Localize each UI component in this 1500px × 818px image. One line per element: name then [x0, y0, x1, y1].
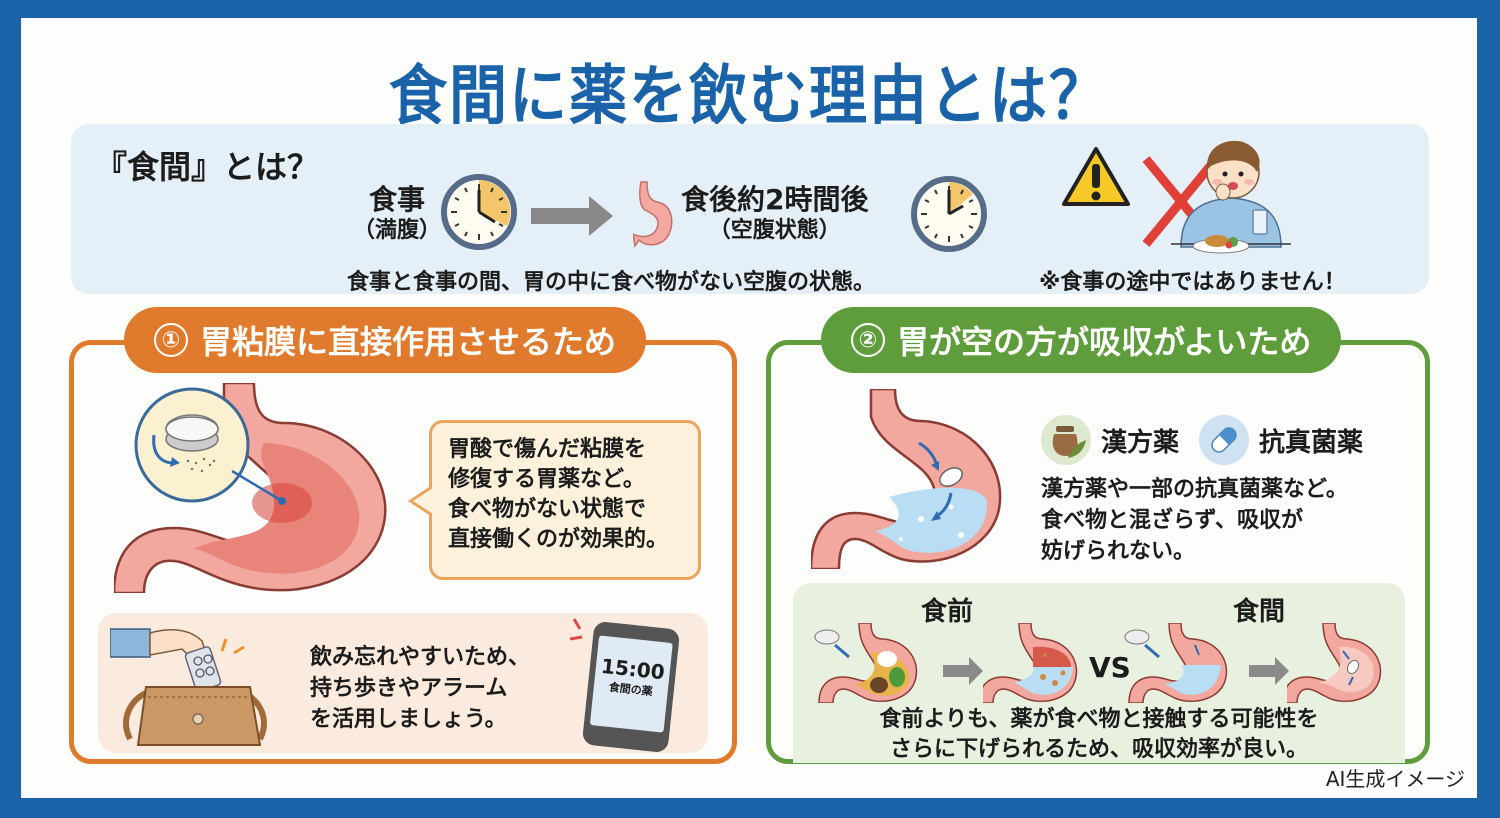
definition-note: ※食事の途中ではありません！ — [1039, 270, 1346, 295]
desc-line: 食べ物と混ざらず、吸収が — [1041, 507, 1304, 533]
bubble-line: 直接働くのが効果的。 — [448, 526, 669, 552]
section-number: ② — [851, 323, 885, 357]
eating-boy-illustration — [1171, 140, 1291, 254]
section1-title-banner: ① 胃粘膜に直接作用させるため — [124, 307, 647, 373]
section2-title: 胃が空の方が吸収がよいため — [897, 323, 1312, 361]
warning-icon — [1062, 147, 1130, 206]
cmp-line: さらに下げられるため、吸収効率が良い。 — [889, 737, 1308, 763]
arrow-right-icon — [531, 196, 613, 236]
definition-description: 食事と食事の間、胃の中に食べ物がない空腹の状態。 — [347, 270, 876, 295]
stomach-icon — [633, 181, 673, 248]
stomach-mixed-icon — [983, 623, 1078, 703]
versus-label: VS — [1089, 651, 1131, 684]
phone-alarm-icon: 15:00 食間の薬 — [581, 620, 681, 754]
definition-heading: 『食間』とは？ — [95, 148, 320, 186]
after-meal-label: 食後約2時間後 （空腹状態） — [681, 182, 868, 245]
cmp-line: 食前よりも、薬が食べ物と接触する可能性を — [879, 707, 1319, 732]
meal-label-text: 食事 — [369, 183, 426, 216]
meal-sub-text: （満腹） — [353, 218, 442, 243]
meal-label: 食事 （満腹） — [353, 182, 441, 245]
absorption-description: 漢方薬や一部の抗真菌薬など。 食べ物と混ざらず、吸収が 妨げられない。 — [1041, 475, 1348, 567]
definition-box: 『食間』とは？ 食事 （満腹） — [71, 124, 1429, 295]
tip-line: を活用しましょう。 — [310, 706, 507, 732]
between-meal-label: 食間 — [1233, 597, 1286, 627]
herbal-jar-icon — [1041, 415, 1091, 465]
stomach-water-pill-icon — [1124, 623, 1228, 703]
arrow-right-icon — [943, 657, 983, 685]
bag-with-pills-illustration — [110, 628, 267, 746]
desc-line: 漢方薬や一部の抗真菌薬など。 — [1041, 477, 1348, 502]
bubble-line: 胃酸で傷んだ粘膜を — [448, 437, 647, 462]
med1-label: 漢方薬 — [1101, 427, 1180, 458]
bubble-line: 食べ物がない状態で — [448, 496, 647, 522]
tip-line: 持ち歩きやアラーム — [310, 675, 508, 701]
stomach-mucosa-illustration — [114, 383, 387, 593]
tip-line: 飲み忘れやすいため、 — [310, 645, 531, 670]
clock-icon — [441, 174, 517, 250]
section1-title: 胃粘膜に直接作用させるため — [200, 323, 617, 361]
bubble-line: 修復する胃薬など。 — [448, 466, 645, 492]
stomach-with-food-icon — [814, 623, 918, 703]
section-number: ① — [154, 323, 188, 357]
alert-lines-icon — [569, 618, 583, 641]
speech-bubble: 胃酸で傷んだ粘膜を 修復する胃薬など。 食べ物がない状態で 直接働くのが効果的。 — [408, 420, 701, 580]
after-sub-text: （空腹状態） — [708, 218, 841, 243]
comparison-description: 食前よりも、薬が食べ物と接触する可能性を さらに下げられるため、吸収効率が良い。 — [793, 705, 1405, 766]
before-meal-label: 食前 — [921, 597, 974, 627]
section-absorption: ② 胃が空の方が吸収がよいため 漢方薬 抗真菌薬 漢方薬や一部の抗真菌薬など。 — [766, 307, 1430, 764]
stomach-pill-dissolving-icon — [1287, 623, 1382, 703]
arrow-right-icon — [1249, 657, 1289, 685]
reminder-tip-text: 飲み忘れやすいため、 持ち歩きやアラーム を活用しましょう。 — [310, 643, 530, 735]
med2-label: 抗真菌薬 — [1259, 427, 1364, 458]
capsule-icon — [1199, 415, 1250, 465]
clock-icon — [911, 176, 987, 252]
desc-line: 妨げられない。 — [1041, 538, 1196, 564]
page-title: 食間に薬を飲む理由とは？ — [388, 57, 1109, 134]
medicine-types: 漢方薬 抗真菌薬 — [1041, 415, 1363, 465]
ai-credit-label: AI生成イメージ — [1325, 767, 1465, 791]
section2-title-banner: ② 胃が空の方が吸収がよいため — [821, 307, 1342, 373]
empty-stomach-water-illustration — [811, 389, 1002, 569]
section-direct-action: ① 胃粘膜に直接作用させるため 胃酸で傷んだ粘膜を 修復する胃薬など。 食べ物が… — [69, 307, 737, 764]
reminder-tip-box: 飲み忘れやすいため、 持ち歩きやアラーム を活用しましょう。 15:00 食間の… — [98, 613, 708, 754]
after-label-text: 食後約2時間後 — [681, 183, 869, 216]
infographic-frame: 食間に薬を飲む理由とは？ 『食間』とは？ 食事 （満腹） — [21, 18, 1477, 798]
comparison-box: 食前 食間 VS — [793, 583, 1405, 763]
phone-screen: 15:00 食間の薬 — [589, 635, 673, 733]
